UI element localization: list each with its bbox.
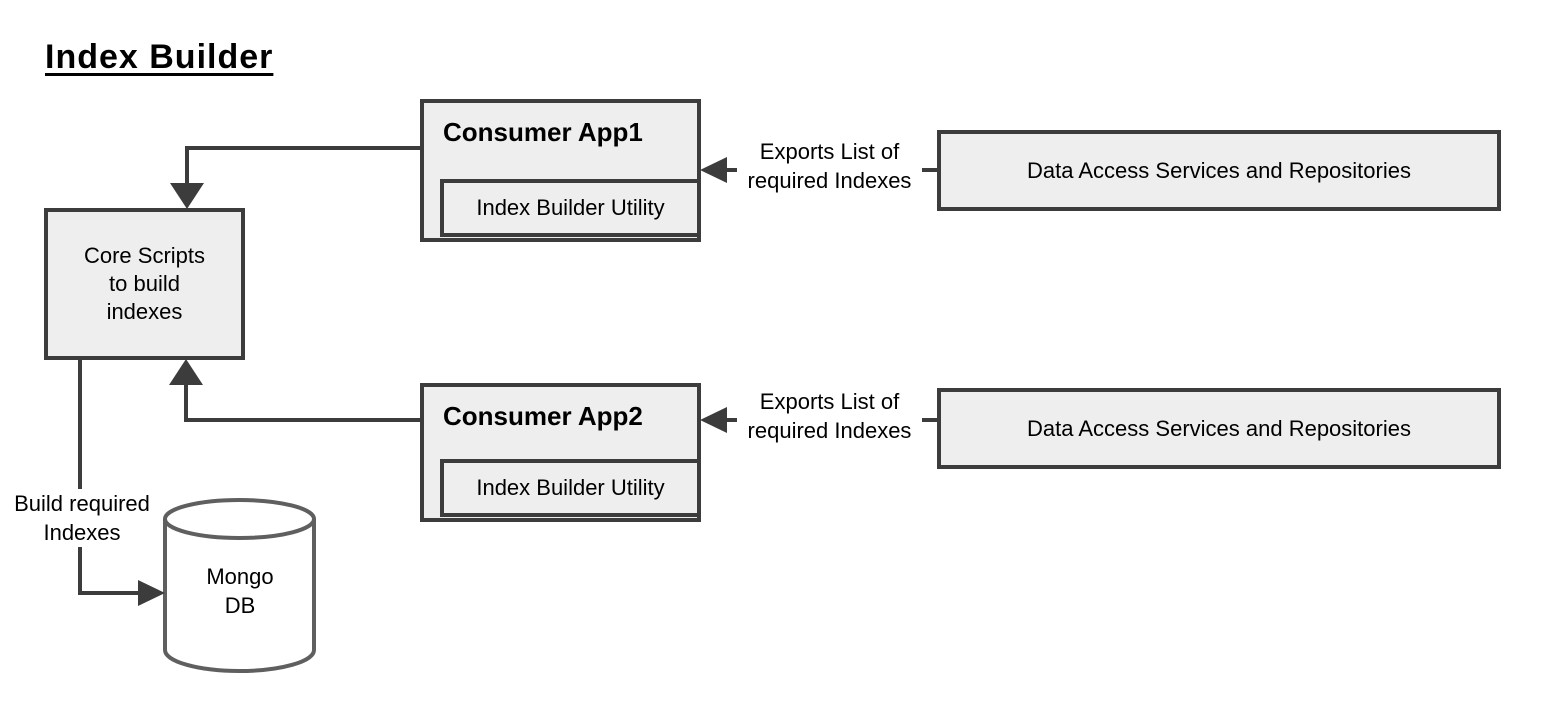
index-builder-utility-node-app2: Index Builder Utility (440, 459, 701, 517)
label-line: required Indexes (747, 168, 912, 193)
label-line: Mongo (206, 564, 274, 589)
label-line: Build required (14, 491, 150, 516)
data-access-services-node-1: Data Access Services and Repositories (937, 130, 1501, 211)
edge-label-exports-2: Exports List of required Indexes (737, 387, 922, 445)
label-line: required Indexes (747, 418, 912, 443)
core-scripts-node: Core Scripts to build indexes (44, 208, 245, 360)
index-builder-utility-label: Index Builder Utility (476, 195, 665, 220)
arrow-app2-to-core (169, 359, 420, 422)
consumer-app1-title: Consumer App1 (443, 117, 643, 147)
consumer-app2-title: Consumer App2 (443, 401, 643, 431)
arrow-core-to-mongodb (78, 358, 165, 606)
label-line: Indexes (43, 520, 121, 545)
label-line: to build (109, 271, 180, 296)
edge-label-build-indexes: Build required Indexes (6, 489, 158, 547)
data-access-services-label: Data Access Services and Repositories (1027, 415, 1411, 441)
mongodb-label: Mongo DB (167, 562, 313, 620)
arrowhead-right-icon (138, 580, 165, 606)
label-line: indexes (106, 299, 183, 324)
index-builder-utility-node-app1: Index Builder Utility (440, 179, 701, 237)
label-line: Exports List of (759, 389, 900, 414)
arrow-app1-to-core (170, 146, 420, 209)
arrowhead-left-icon (700, 157, 727, 183)
diagram-title: Index Builder (45, 38, 274, 76)
arrowhead-left-icon (700, 407, 727, 433)
data-access-services-label: Data Access Services and Repositories (1027, 157, 1411, 183)
arrowhead-up-icon (169, 359, 203, 385)
edge-label-exports-1: Exports List of required Indexes (737, 137, 922, 195)
data-access-services-node-2: Data Access Services and Repositories (937, 388, 1501, 469)
core-scripts-label: Core Scripts to build indexes (84, 242, 205, 326)
index-builder-utility-label: Index Builder Utility (476, 475, 665, 500)
arrowhead-down-icon (170, 183, 204, 209)
label-line: Core Scripts (83, 243, 206, 268)
label-line: DB (224, 593, 256, 618)
label-line: Exports List of (759, 139, 900, 164)
cylinder-top (163, 498, 316, 540)
